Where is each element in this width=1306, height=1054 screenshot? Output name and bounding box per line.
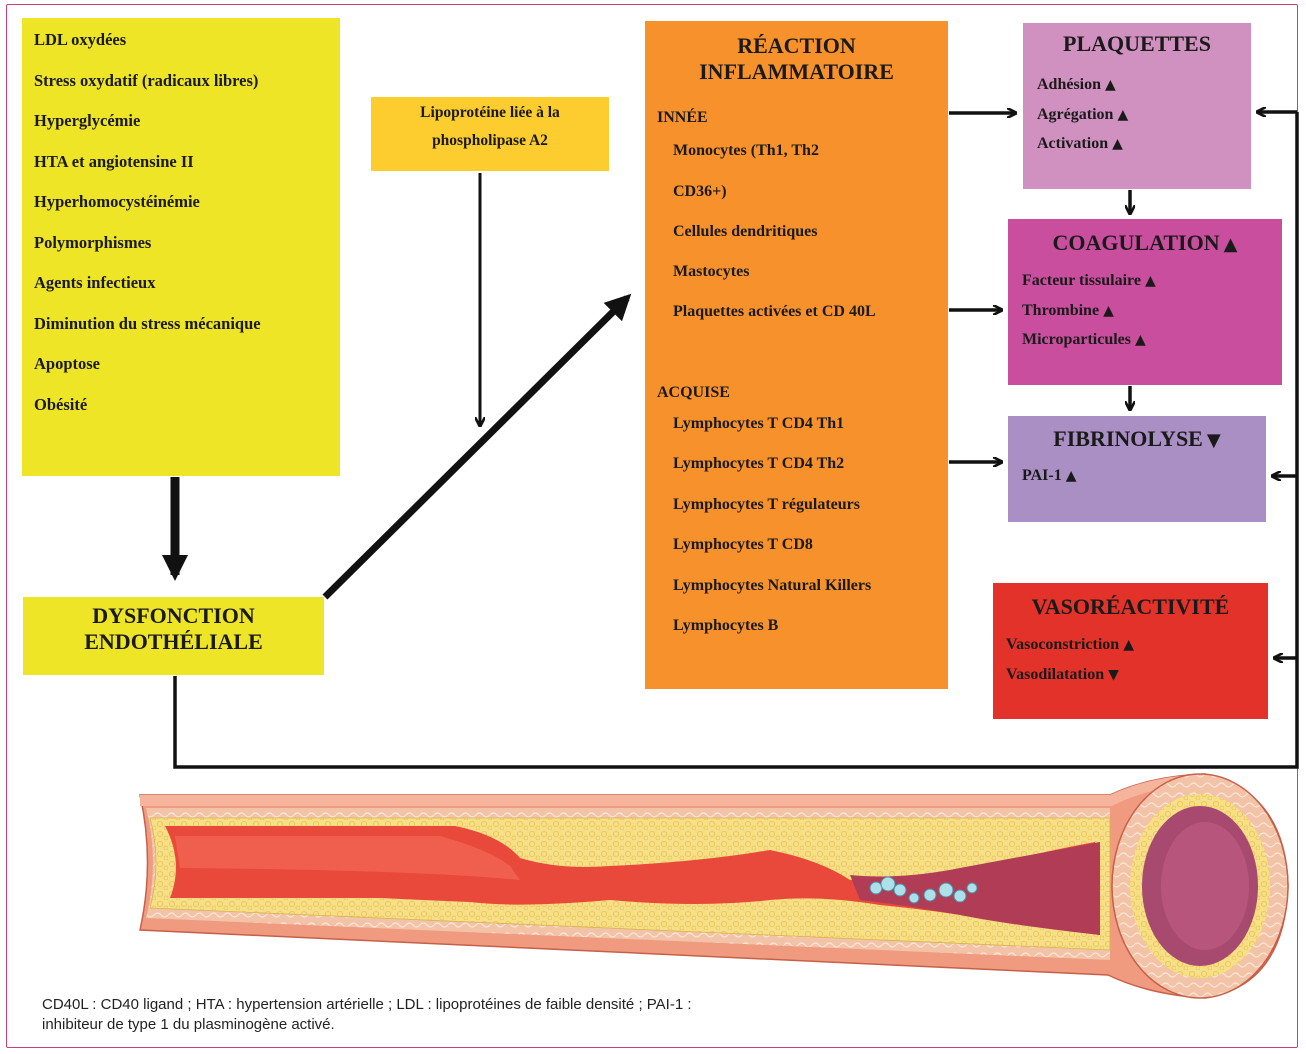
caption-line2: inhibiteur de type 1 du plasminogène act…: [42, 1015, 942, 1035]
figure-caption: CD40L : CD40 ligand ; HTA : hypertension…: [42, 995, 942, 1035]
caption-line1: CD40L : CD40 ligand ; HTA : hypertension…: [42, 995, 942, 1015]
artery-top-band: [140, 774, 1205, 806]
artery-cross-section-inner: [1161, 822, 1249, 950]
